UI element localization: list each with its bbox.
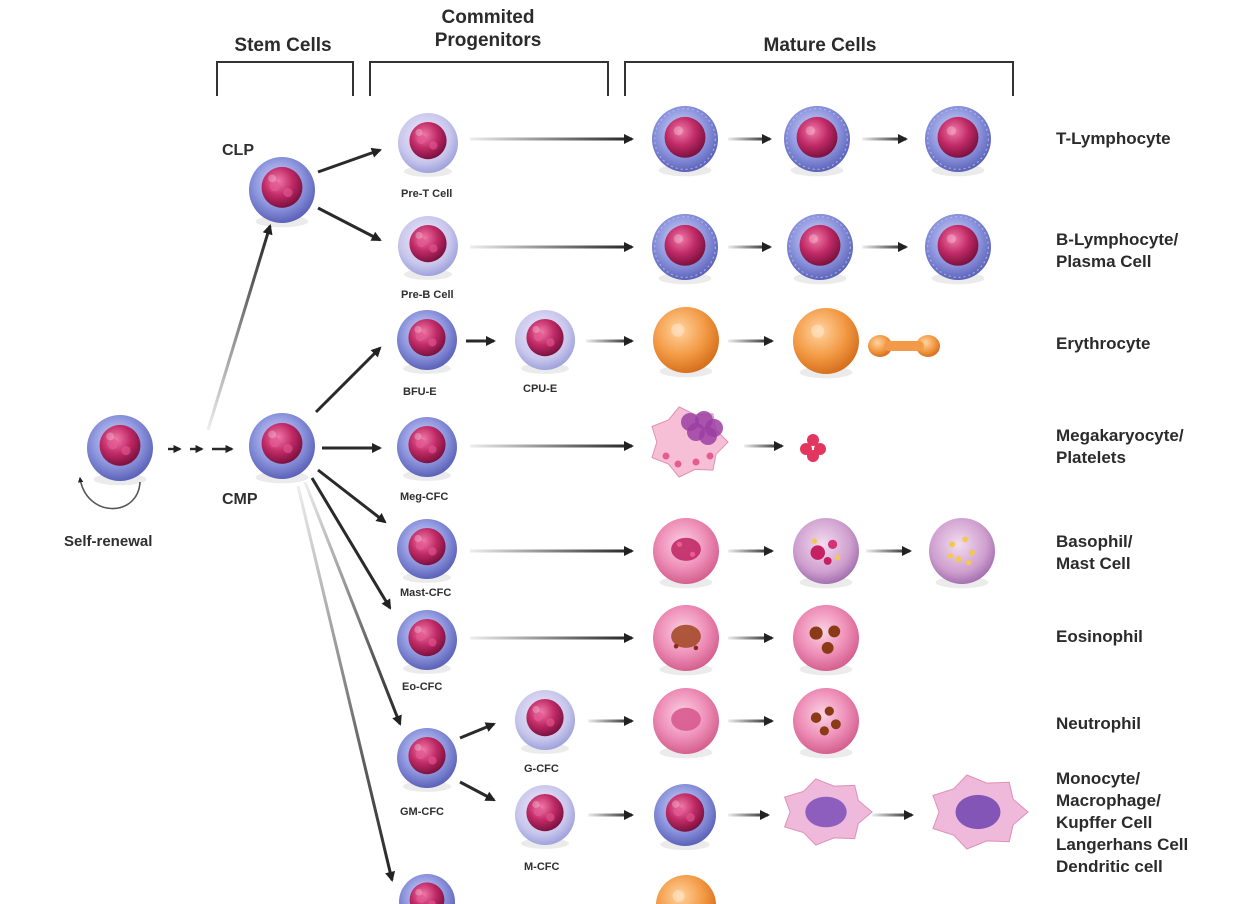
output-b-lymphocyte-line1: B-Lymphocyte/ — [1056, 230, 1179, 249]
output-b-lymphocyte-line2: Plasma Cell — [1056, 252, 1152, 271]
cell-meg-cfc — [397, 417, 457, 481]
output-erythrocyte: Erythrocyte — [1056, 333, 1150, 355]
output-monocyte: Monocyte/ Macrophage/ Kupffer Cell Lange… — [1056, 768, 1188, 878]
output-t-lymphocyte-text: T-Lymphocyte — [1056, 129, 1171, 148]
arrow-cmp-to-mast — [317, 468, 387, 524]
cell-b-2 — [787, 214, 853, 285]
arrow-gm-gcfc — [459, 722, 496, 740]
label-meg-cfc: Meg-CFC — [400, 491, 448, 503]
cell-ery-1 — [653, 307, 719, 378]
output-basophil-line2: Mast Cell — [1056, 554, 1131, 573]
cell-macrophage-1 — [783, 778, 873, 846]
arrow-clp-to-pret — [317, 147, 382, 174]
output-t-lymphocyte: T-Lymphocyte — [1056, 128, 1171, 150]
output-monocyte-line1: Monocyte/ — [1056, 769, 1141, 788]
cell-bfu-e — [397, 310, 457, 374]
label-cpu-e: CPU-E — [523, 383, 557, 395]
cell-b-3 — [925, 214, 991, 285]
arrow-hsc-to-clp — [206, 224, 273, 431]
cell-baso-1 — [653, 518, 719, 589]
label-eo-cfc: Eo-CFC — [402, 681, 442, 693]
output-monocyte-line5: Dendritic cell — [1056, 857, 1163, 876]
cell-baso-2 — [793, 518, 859, 589]
label-bfu-e: BFU-E — [403, 386, 437, 398]
label-cmp: CMP — [222, 491, 258, 508]
header-brackets — [216, 61, 1014, 96]
output-erythrocyte-text: Erythrocyte — [1056, 334, 1151, 353]
arrow-cmp-to-gm — [303, 481, 402, 726]
cell-eo-2 — [793, 605, 859, 676]
output-megakaryocyte: Megakaryocyte/ Platelets — [1056, 425, 1184, 469]
output-b-lymphocyte: B-Lymphocyte/ Plasma Cell — [1056, 229, 1178, 273]
cell-neu-1 — [653, 688, 719, 759]
cell-neu-2 — [793, 688, 859, 759]
cell-cmp — [249, 413, 315, 484]
output-eosinophil-text: Eosinophil — [1056, 627, 1143, 646]
label-gm-cfc: GM-CFC — [400, 806, 444, 818]
cell-bottom-partial — [399, 874, 455, 904]
cell-hsc — [87, 415, 153, 486]
cell-m-cfc — [515, 785, 575, 849]
label-clp: CLP — [222, 142, 254, 159]
output-megakaryocyte-line2: Platelets — [1056, 448, 1126, 467]
header-mature-cells: Mature Cells — [763, 35, 877, 56]
cell-ery-3 — [868, 335, 940, 357]
cell-t-3 — [925, 106, 991, 177]
cell-baso-3 — [929, 518, 995, 589]
arrow-clp-to-preb — [317, 206, 382, 242]
header-progenitors-line2: Progenitors — [434, 30, 542, 51]
output-basophil-line1: Basophil/ — [1056, 532, 1133, 551]
arrow-cmp-to-bottom — [296, 485, 396, 882]
label-m-cfc: M-CFC — [524, 861, 559, 873]
output-monocyte-line4: Langerhans Cell — [1056, 835, 1189, 854]
cell-gm-cfc — [397, 728, 457, 792]
label-mast-cfc: Mast-CFC — [400, 587, 451, 599]
cell-clp — [249, 157, 315, 228]
output-megakaryocyte-line1: Megakaryocyte/ — [1056, 426, 1184, 445]
header-stem-cells: Stem Cells — [234, 35, 332, 56]
cell-eo-1 — [653, 605, 719, 676]
cells — [87, 106, 1029, 904]
output-monocyte-line3: Kupffer Cell — [1056, 813, 1153, 832]
self-renewal-arrow — [77, 476, 141, 510]
cell-macrophage-2 — [932, 774, 1029, 850]
arrows — [168, 133, 915, 882]
cell-cpu-e — [515, 310, 575, 374]
output-monocyte-line2: Macrophage/ — [1056, 791, 1161, 810]
header-progenitors-line1: Commited — [441, 7, 535, 28]
cell-mono-1 — [654, 784, 716, 851]
arrow-cmp-to-bfue — [314, 346, 382, 414]
label-self-renewal: Self-renewal — [64, 533, 152, 550]
arrow-gm-mcfc — [459, 780, 496, 802]
arrow-cmp-to-eo — [310, 477, 392, 610]
cell-mast-cfc — [397, 519, 457, 583]
cell-bottom-orange — [656, 875, 716, 904]
cell-pre-t — [398, 113, 458, 177]
cell-ery-2 — [793, 308, 859, 379]
cell-pre-b — [398, 216, 458, 280]
cell-platelets — [800, 434, 826, 462]
output-basophil: Basophil/ Mast Cell — [1056, 531, 1133, 575]
megakaryocyte-nuclei — [662, 411, 723, 468]
cell-eo-cfc — [397, 610, 457, 674]
cell-g-cfc — [515, 690, 575, 754]
stage-labels: CLP CMP Self-renewal Pre-T Cell Pre-B Ce… — [64, 142, 559, 873]
cell-t-2 — [784, 106, 850, 177]
output-neutrophil: Neutrophil — [1056, 713, 1141, 735]
header-progenitors: Commited Progenitors — [418, 6, 558, 52]
output-eosinophil: Eosinophil — [1056, 626, 1143, 648]
label-pre-t: Pre-T Cell — [401, 188, 452, 200]
label-g-cfc: G-CFC — [524, 763, 559, 775]
cell-b-1 — [652, 214, 718, 285]
output-neutrophil-text: Neutrophil — [1056, 714, 1141, 733]
cell-t-1 — [652, 106, 718, 177]
label-pre-b: Pre-B Cell — [401, 289, 454, 301]
